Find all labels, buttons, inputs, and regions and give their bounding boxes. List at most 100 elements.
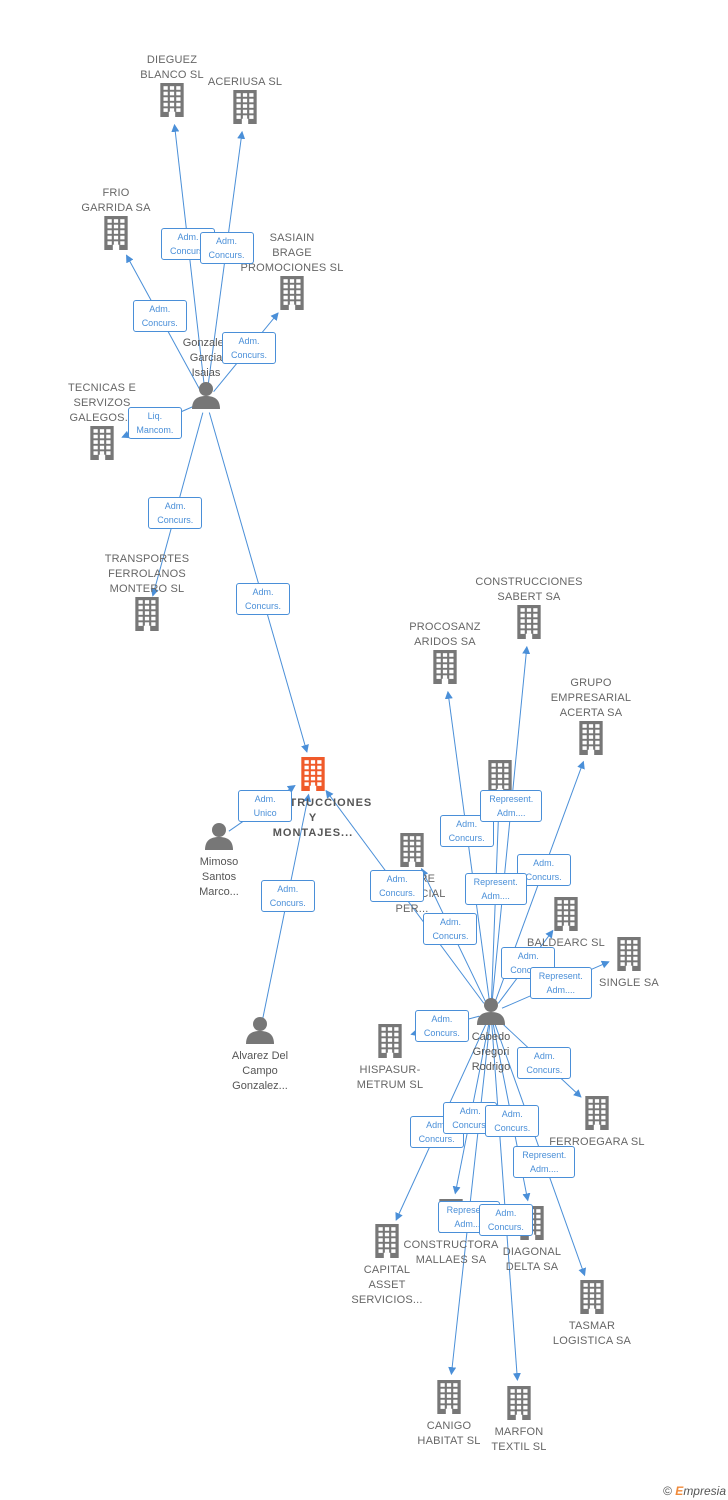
relation-label[interactable]: Adm.Concurs. <box>199 231 254 264</box>
node-label-line: ASSET <box>368 1279 406 1291</box>
node-label-line: CONSTRUCCIONES <box>475 576 583 588</box>
company-node[interactable]: ACERIUSA SL <box>170 75 320 129</box>
node-label-line: PROMOCIONES SL <box>240 262 344 274</box>
relation-label-line: Adm. <box>164 501 186 512</box>
relation-label-line: Concurs. <box>170 245 207 256</box>
relation-label-line: Concurs. <box>525 871 562 882</box>
node-label-line: HISPASUR- <box>359 1064 421 1076</box>
company-node[interactable]: FERROEGARA SL <box>522 1096 672 1150</box>
node-label-line: Gonzalez... <box>232 1080 288 1092</box>
relation-label[interactable]: Adm. Concurs. <box>222 332 277 365</box>
relation-label-line: Adm. <box>238 336 260 347</box>
relation-label-line: Adm. <box>149 304 171 315</box>
relation-label[interactable]: Adm.Unico <box>238 790 293 823</box>
relation-label[interactable]: Adm.Concurs. <box>517 1046 572 1079</box>
relation-label[interactable]: Represent.Adm.... <box>480 790 543 823</box>
relation-label-line: Concurs. <box>452 1119 489 1130</box>
relation-label[interactable]: Represent.Adm.... <box>464 873 527 906</box>
relation-label[interactable]: Adm.Concurs. <box>478 1204 533 1237</box>
node-label-line: MONTERO SL <box>109 583 185 595</box>
node-label-line: SINGLE SA <box>599 977 659 989</box>
person-icon <box>191 381 221 414</box>
company-node[interactable]: SINGLE SA <box>554 937 704 991</box>
relation-label[interactable]: Adm.Concurs. <box>260 880 315 913</box>
relation-label[interactable]: Liq. Mancom. <box>127 407 182 440</box>
relation-label[interactable]: Adm.Concurs. <box>235 583 290 616</box>
company-node[interactable]: HISPASUR-METRUM SL <box>315 1024 465 1093</box>
relation-label-line: Concurs. <box>432 930 469 941</box>
relation-label[interactable]: Adm.Concurs. <box>485 1105 540 1138</box>
node-label-line: Santos <box>201 871 237 883</box>
relation-label[interactable]: Adm.Concurs. <box>148 497 203 530</box>
copyright-symbol: © <box>663 1484 672 1498</box>
building-icon <box>230 90 260 129</box>
relation-label-line: Concurs. <box>510 965 547 976</box>
relation-label[interactable]: Represent.Adm.... <box>529 966 592 999</box>
relation-label-line: Represent. <box>522 1150 567 1161</box>
building-icon <box>132 597 162 636</box>
relation-label-line: Concurs. <box>487 1222 524 1233</box>
node-label-line: BLANCO SL <box>140 69 204 81</box>
relation-label-line: Adm.... <box>546 984 575 995</box>
node-label-line: Campo <box>242 1065 278 1077</box>
relation-label[interactable]: Adm.Concurs. <box>501 947 556 980</box>
relation-label-line: Liq. <box>147 411 163 422</box>
node-label-line: GRUPO <box>570 677 612 689</box>
building-icon <box>101 216 131 255</box>
company-node[interactable]: BALDEARC SL <box>491 897 641 951</box>
relation-label-line: Adm. <box>177 231 199 242</box>
relation-label[interactable]: Adm.Concurs. <box>423 912 478 945</box>
node-label-line: MARFON <box>494 1426 544 1438</box>
relation-label-line: Adm.... <box>530 1164 559 1175</box>
relation-label-line: Mancom. <box>136 425 174 436</box>
relation-label[interactable]: Adm.Concurs. <box>414 1010 469 1043</box>
person-icon <box>245 1016 275 1049</box>
relation-label[interactable]: Adm.Concurs. <box>132 300 187 333</box>
building-icon <box>551 897 581 936</box>
node-label-line: PROCOSANZ <box>409 621 481 633</box>
relation-label-line: Concurs. <box>231 350 268 361</box>
relation-label[interactable]: Represent. Adm.... <box>513 1146 576 1179</box>
relation-label-line: Concurs. <box>448 832 485 843</box>
relation-label-line: Adm. <box>533 1050 555 1061</box>
relation-label[interactable]: Adm.Concurs. <box>370 870 425 903</box>
node-label-line: Garcia <box>189 352 223 364</box>
building-icon <box>582 1096 612 1135</box>
building-icon <box>277 276 307 315</box>
building-icon <box>577 1280 607 1319</box>
node-label-line: Isaias <box>191 367 221 379</box>
relation-label-line: Adm. <box>431 1014 453 1025</box>
building-icon <box>375 1024 405 1063</box>
node-label-line: Marco... <box>199 886 239 898</box>
empresia-brand[interactable]: © Empresia <box>663 1484 726 1498</box>
node-label-line: Mimoso <box>199 856 239 868</box>
node-label-line: BALDEARC SL <box>526 937 605 949</box>
